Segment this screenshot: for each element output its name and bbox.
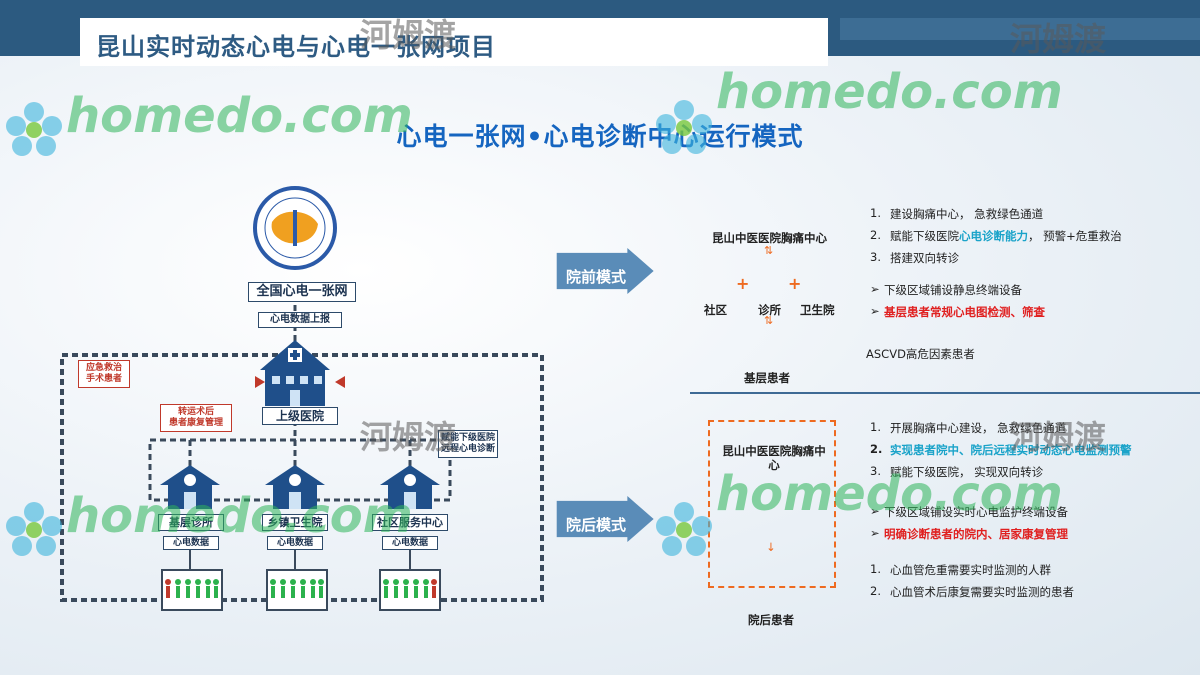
post-loop-frame [708, 420, 836, 588]
post-target-num-2: 2. [870, 584, 881, 598]
clinic-data-3: 心电数据 [382, 536, 438, 550]
superior-hospital-icon [260, 340, 330, 406]
post-center-name: 昆山中医医院胸痛中心 [722, 444, 826, 472]
caduceus-icon [293, 210, 297, 246]
post-bullet-1: 下级区域铺设实时心电监护终端设备 [884, 505, 1068, 519]
header-bar-accent [840, 18, 1200, 40]
post-list-text-1: 开展胸痛中心建设， 急救绿色通道 [890, 421, 1067, 435]
national-network-label: 全国心电一张网 [248, 282, 356, 302]
watermark-flower-icon-4 [656, 502, 712, 556]
pre-list-text-1: 建设胸痛中心， 急救绿色通道 [890, 207, 1044, 221]
people-group-1 [161, 569, 223, 611]
page-title: 昆山实时动态心电与心电一张网项目 [96, 33, 496, 61]
post-patients: 院后患者 [748, 613, 794, 627]
watermark-latin-1: homedo.com [66, 88, 413, 144]
pre-center-name: 昆山中医医院胸痛中心 [712, 231, 827, 245]
post-list-num-1: 1. [870, 420, 881, 434]
pre-target: ASCVD高危因素患者 [866, 347, 975, 361]
pre-list-text-2b: 心电诊断能力 [959, 229, 1028, 243]
clinic-house-1 [160, 465, 220, 509]
plus-icon-right: + [788, 274, 802, 293]
watermark-cn-1: 河姆渡 [360, 16, 457, 54]
post-transport-box: 转运术后 患者康复管理 [160, 404, 232, 432]
watermark-flower-icon-2 [656, 100, 712, 154]
pre-clinic: 诊所 [758, 303, 781, 317]
people-group-2 [266, 569, 328, 611]
pre-list-text-3: 搭建双向转诊 [890, 251, 959, 265]
pre-community: 社区 [704, 303, 727, 317]
pre-list-text-2c: ， 预警+危重救治 [1028, 229, 1122, 243]
pre-updown-icon-2: ⇅ [764, 314, 774, 327]
emergency-box: 应急救治 手术患者 [78, 360, 130, 388]
post-bullet-icon-1: ➢ [870, 504, 880, 518]
post-list-text-3: 赋能下级医院， 实现双向转诊 [890, 465, 1044, 479]
post-bullet-2: 明确诊断患者的院内、居家康复管理 [884, 527, 1068, 541]
network-diagram [60, 186, 544, 611]
post-bullet-icon-2: ➢ [870, 526, 880, 540]
watermark-cn-4: 河姆渡 [1010, 418, 1107, 456]
clinic-house-3 [380, 465, 440, 509]
watermark-flower-icon-3 [6, 502, 62, 556]
pre-patients: 基层患者 [744, 371, 790, 385]
post-target-num-1: 1. [870, 562, 881, 576]
pre-bullet-icon-2: ➢ [870, 304, 880, 318]
title-box [80, 18, 828, 66]
watermark-cn-2: 河姆渡 [1010, 20, 1107, 58]
pre-list-num-3: 3. [870, 250, 881, 264]
watermark-latin-4: homedo.com [716, 466, 1063, 522]
post-hospital-arrow [556, 496, 654, 542]
arrow-right [335, 376, 345, 388]
watermark-flower-icon-1 [6, 102, 62, 156]
post-target-text-2: 心血管术后康复需要实时监测的患者 [890, 585, 1074, 599]
watermark-latin-3: homedo.com [66, 488, 413, 544]
clinic-name-2: 乡镇卫生院 [262, 514, 328, 531]
post-list-num-2: 2. [870, 442, 883, 456]
clinic-data-1: 心电数据 [163, 536, 219, 550]
watermark-latin-2: homedo.com [716, 64, 1063, 120]
pre-list-text-2a: 赋能下级医院 [890, 229, 959, 243]
people-group-3 [379, 569, 441, 611]
pre-updown-icon: ⇅ [764, 244, 774, 257]
clinic-house-2 [265, 465, 325, 509]
pre-bullet-2: 基层患者常规心电图检测、筛查 [884, 305, 1045, 319]
post-list-text-2: 实现患者院中、院后远程实时动态心电监测预警 [890, 443, 1132, 457]
arrow-left [255, 376, 265, 388]
empower-box: 赋能下级医院 远程心电诊断 [438, 430, 498, 458]
clinic-name-1: 基层诊所 [158, 514, 224, 531]
superior-hospital-label: 上级医院 [262, 407, 338, 425]
ecg-upload-label: 心电数据上报 [258, 312, 342, 328]
pre-list-num-1: 1. [870, 206, 881, 220]
pre-list-num-2: 2. [870, 228, 881, 242]
post-down-arrow-icon: ↓ [766, 540, 776, 554]
pre-bullet-1: 下级区域铺设静息终端设备 [884, 283, 1022, 297]
pre-hospital-mode-label: 院前模式 [566, 268, 627, 286]
post-list-num-3: 3. [870, 464, 881, 478]
clinic-data-2: 心电数据 [267, 536, 323, 550]
post-hospital-mode-label: 院后模式 [566, 516, 627, 534]
pre-hospital-arrow [556, 248, 654, 294]
clinic-name-3: 社区服务中心 [372, 514, 448, 531]
post-target-text-1: 心血管危重需要实时监测的人群 [890, 563, 1051, 577]
watermark-cn-3: 河姆渡 [360, 418, 457, 456]
pre-list-row-2: 赋能下级医院心电诊断能力， 预警+危重救治 [890, 228, 1122, 244]
main-title: 心电一张网•心电诊断中心运行模式 [396, 122, 804, 151]
plus-icon-left: + [736, 274, 750, 293]
pre-health-center: 卫生院 [800, 303, 835, 317]
pre-bullet-icon-1: ➢ [870, 282, 880, 296]
section-divider [690, 392, 1200, 394]
